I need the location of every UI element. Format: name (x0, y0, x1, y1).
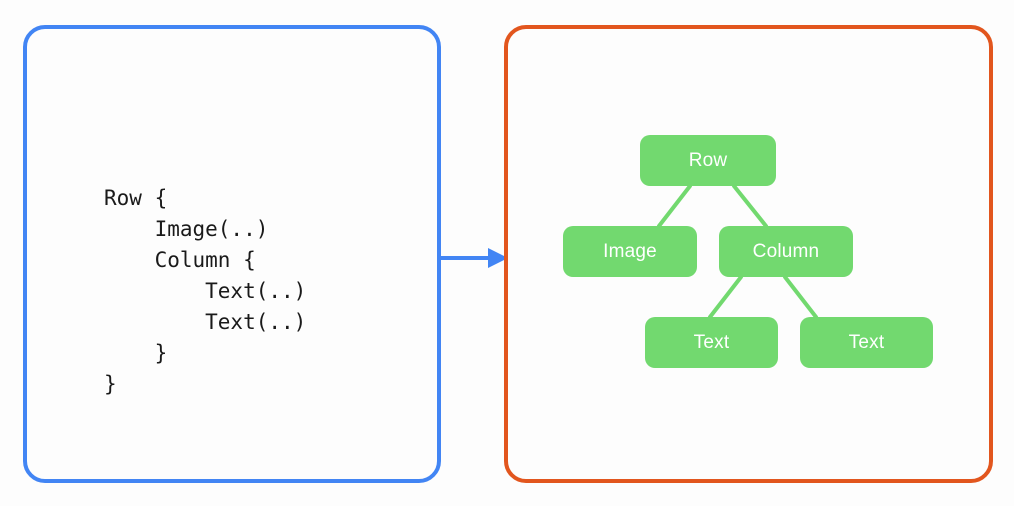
code-panel: Row { Image(..) Column { Text(..) Text(.… (23, 25, 441, 483)
edge-column-text2 (783, 275, 818, 319)
tree-node-row[interactable]: Row (640, 135, 776, 186)
tree-node-column[interactable]: Column (719, 226, 853, 277)
tree-node-text-1[interactable]: Text (645, 317, 778, 368)
edge-row-image (657, 184, 692, 228)
edge-column-text1 (708, 275, 743, 319)
edge-row-column (732, 184, 768, 228)
tree-node-text-2[interactable]: Text (800, 317, 933, 368)
code-snippet: Row { Image(..) Column { Text(..) Text(.… (104, 186, 307, 396)
tree-node-image[interactable]: Image (563, 226, 697, 277)
arrow-icon (438, 248, 508, 268)
tree-edges (657, 184, 818, 319)
